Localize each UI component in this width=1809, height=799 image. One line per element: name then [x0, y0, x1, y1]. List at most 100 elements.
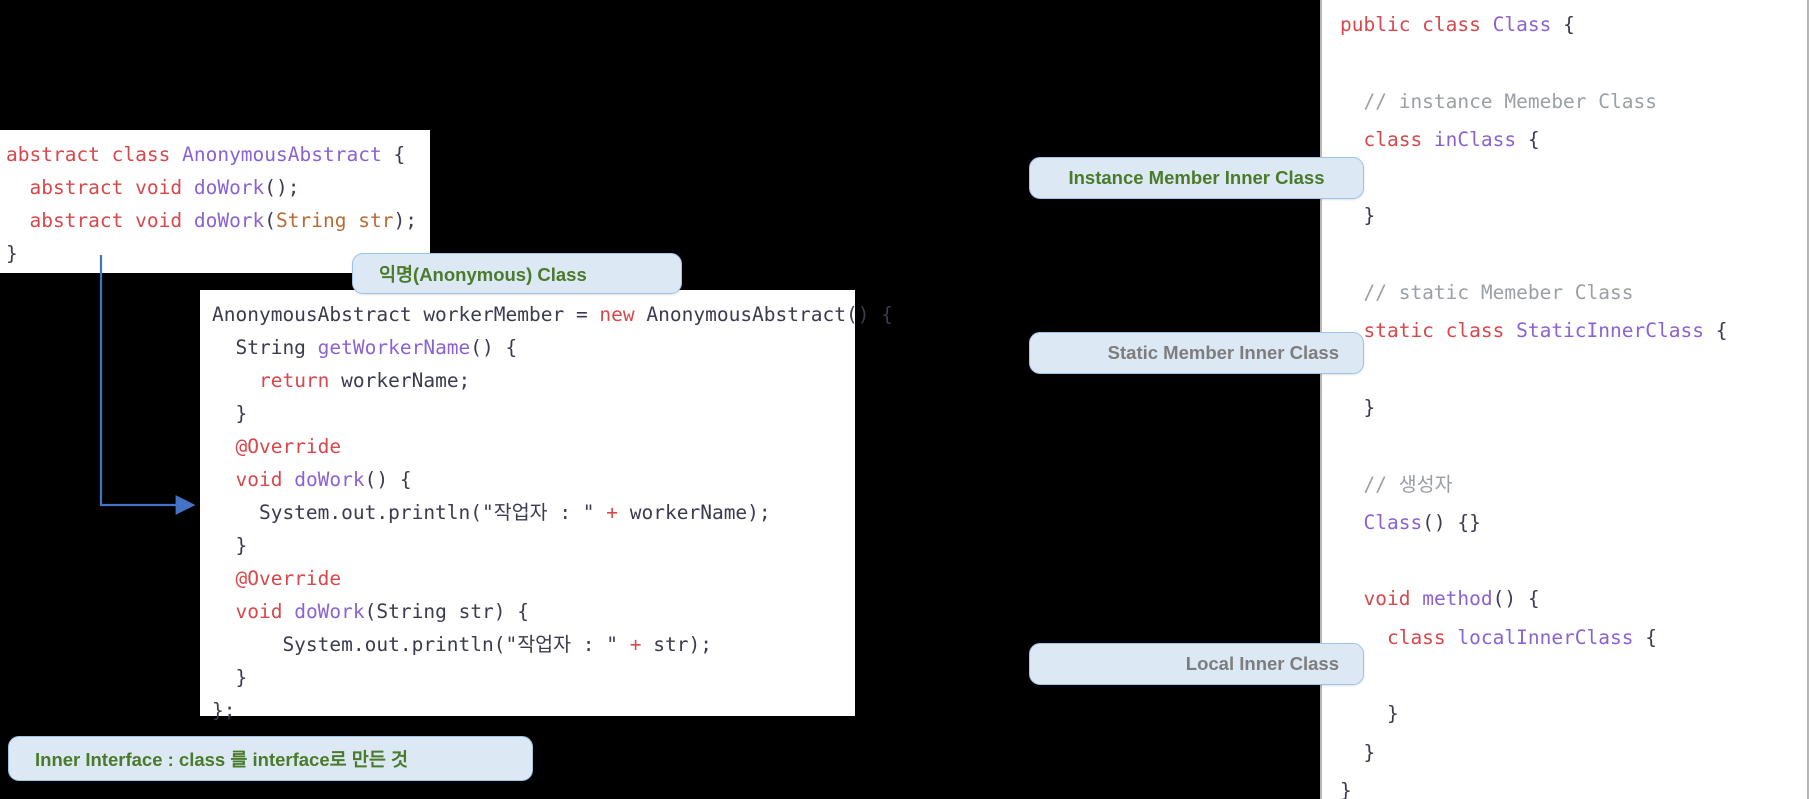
- code-line: // static Memeber Class: [1340, 274, 1807, 312]
- code-token: () {: [364, 468, 412, 491]
- code-token: }: [1340, 702, 1399, 726]
- code-line: }: [212, 397, 855, 430]
- code-token: inClass: [1433, 127, 1517, 151]
- code-token: AnonymousAbstract() {: [634, 303, 893, 326]
- code-token: doWork: [294, 468, 365, 491]
- code-token: // instance Memeber Class: [1340, 89, 1657, 113]
- code-token: AnonymousAbstract workerMember =: [212, 303, 600, 326]
- code-token: doWork: [294, 600, 365, 623]
- code-token: Class: [1363, 510, 1423, 534]
- code-line: }: [212, 529, 855, 562]
- code-token: [212, 600, 235, 623]
- callout-anonymous-class[interactable]: 익명(Anonymous) Class: [352, 253, 682, 294]
- code-token: }: [212, 402, 248, 425]
- code-line: System.out.println("작업자 : " + workerName…: [212, 496, 855, 529]
- code-token: workerName);: [618, 501, 771, 524]
- abstract-class-code-panel: abstract class AnonymousAbstract { abstr…: [0, 130, 430, 273]
- code-token: public class: [1340, 13, 1493, 36]
- code-token: {: [1633, 625, 1657, 649]
- code-token: @Override: [212, 567, 342, 590]
- code-token: [212, 468, 235, 491]
- callout-anonymous-class-label: 익명(Anonymous) Class: [379, 263, 587, 285]
- code-token: [282, 468, 294, 491]
- code-line: void doWork(String str) {: [212, 595, 855, 628]
- code-line: // instance Memeber Class: [1340, 83, 1807, 121]
- code-line: // 생성자: [1340, 466, 1807, 504]
- code-token: ();: [264, 176, 300, 199]
- code-line: abstract class AnonymousAbstract {: [6, 138, 430, 171]
- code-token: localInnerClass: [1457, 625, 1634, 649]
- code-line: String getWorkerName() {: [212, 331, 855, 364]
- code-token: }: [6, 242, 18, 265]
- code-token: method: [1422, 587, 1493, 611]
- code-token: System.out.println("작업자 : ": [212, 501, 607, 524]
- code-token: [1340, 587, 1363, 610]
- callout-instance-member-inner-class[interactable]: Instance Member Inner Class: [1029, 157, 1364, 199]
- callout-instance-member-inner-class-label: Instance Member Inner Class: [1068, 167, 1325, 188]
- code-line: AnonymousAbstract workerMember = new Ano…: [212, 298, 893, 331]
- code-token: [1340, 511, 1363, 534]
- code-line: return workerName;: [212, 364, 855, 397]
- code-token: @Override: [212, 435, 342, 458]
- code-token: }: [1340, 778, 1352, 799]
- code-token: {: [1551, 13, 1575, 36]
- code-line: [1340, 427, 1807, 465]
- code-line: abstract void doWork(String str);: [6, 204, 430, 237]
- code-token: }: [212, 666, 248, 689]
- code-token: [212, 369, 259, 392]
- code-token: new: [599, 303, 635, 326]
- code-token: abstract class: [6, 143, 183, 166]
- code-token: {: [1516, 127, 1540, 151]
- callout-static-member-inner-class[interactable]: Static Member Inner Class: [1029, 332, 1364, 374]
- code-token: StaticInnerClass: [1516, 319, 1704, 343]
- code-line: @Override: [212, 430, 855, 463]
- code-line: [1340, 542, 1807, 580]
- code-token: abstract void: [6, 176, 194, 199]
- callout-local-inner-class[interactable]: Local Inner Class: [1029, 643, 1364, 685]
- code-token: }: [1340, 395, 1376, 419]
- code-line: [1340, 44, 1807, 82]
- code-line: [1340, 236, 1807, 274]
- code-line: void method() {: [1340, 580, 1807, 618]
- code-line: class inClass {: [1340, 121, 1807, 159]
- code-token: System.out.println("작업자 : ": [212, 633, 630, 656]
- callout-local-inner-class-label: Local Inner Class: [1185, 653, 1339, 674]
- code-token: class: [1340, 625, 1458, 649]
- code-token: +: [629, 633, 642, 656]
- code-token: {: [381, 143, 406, 166]
- code-token: void: [1363, 587, 1411, 611]
- code-token: String str: [276, 209, 394, 232]
- code-line: static class StaticInnerClass {: [1340, 312, 1807, 350]
- code-line: }: [212, 661, 855, 694]
- code-token: class: [1340, 127, 1434, 151]
- code-token: () {}: [1422, 510, 1481, 534]
- code-token: abstract void: [6, 209, 194, 232]
- code-line: }: [1340, 772, 1807, 799]
- code-token: (String str) {: [364, 600, 530, 623]
- code-line: class localInnerClass {: [1340, 619, 1807, 657]
- code-line: };: [212, 694, 855, 727]
- code-line: abstract void doWork();: [6, 171, 430, 204]
- callout-inner-interface[interactable]: Inner Interface : class 를 interface로 만든 …: [8, 736, 533, 781]
- callout-static-member-inner-class-label: Static Member Inner Class: [1107, 342, 1339, 363]
- code-token: () {: [470, 336, 518, 359]
- code-token: // 생성자: [1340, 472, 1453, 496]
- code-line: [1340, 657, 1807, 695]
- code-token: str);: [641, 633, 712, 656]
- code-token: // static Memeber Class: [1340, 281, 1634, 305]
- callout-inner-interface-label: Inner Interface : class 를 interface로 만든 …: [35, 748, 408, 770]
- code-token: return: [258, 369, 330, 392]
- code-line: Class() {}: [1340, 504, 1807, 542]
- code-token: static class: [1340, 319, 1517, 343]
- outer-class-code-panel: public class Class { // instance Memeber…: [1320, 0, 1809, 799]
- code-token: AnonymousAbstract: [182, 143, 382, 166]
- code-token: };: [212, 699, 236, 722]
- code-line: @Override: [212, 562, 855, 595]
- code-token: doWork: [193, 209, 265, 232]
- code-token: }: [1340, 740, 1376, 764]
- code-line: [1340, 159, 1807, 197]
- code-token: {: [1703, 319, 1728, 343]
- code-line: }: [1340, 695, 1807, 733]
- code-token: doWork: [193, 176, 265, 199]
- code-token: [1410, 587, 1422, 610]
